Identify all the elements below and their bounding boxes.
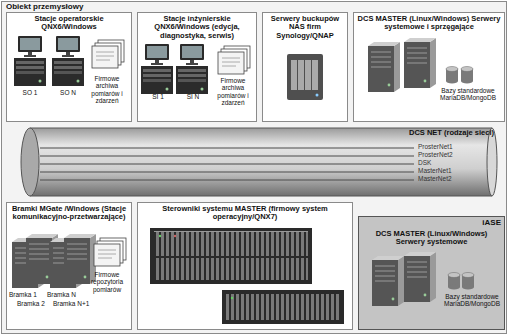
drawing-part [137, 12, 257, 122]
server-group: Serwery buckupów NAS firm Synology/QNAP [262, 12, 348, 122]
box-label: Firmowe archiwa pomiarów i zdarzeń [85, 75, 129, 104]
drawing-part [176, 66, 208, 94]
drawing-part [94, 238, 126, 266]
drawing-part [222, 290, 344, 324]
drawing-part [461, 67, 473, 84]
drawing-part [150, 228, 312, 284]
drawing-part [21, 128, 39, 196]
box-label: SO N [51, 89, 85, 96]
box-label: ProsterNet1 [418, 143, 490, 150]
box-label: Bramka 1 [9, 291, 49, 298]
nas-server [287, 54, 323, 100]
drawing-part [52, 58, 84, 86]
drawing-part [6, 202, 132, 330]
box-label: DSK [418, 159, 490, 166]
drawing-part [154, 231, 308, 232]
drawing-part [154, 258, 308, 280]
drawing-part [40, 172, 414, 173]
drawing-part [353, 12, 505, 122]
drawing-part [462, 273, 474, 290]
network-pipe [21, 128, 497, 196]
drawing-part [446, 67, 458, 84]
box-heading: Serwery buckupów NAS firm Synology/QNAP [265, 15, 345, 40]
box-label: MasterNet2 [418, 175, 490, 182]
drawing-part [404, 38, 436, 88]
drawing-part [174, 235, 176, 237]
station-group: Stacje inżynierskie QNX6/Windows (edycja… [137, 12, 257, 122]
drawing-part [231, 297, 233, 299]
network-band: DCS NET (rodzaje sieci) ProsterNet1Proste… [20, 126, 498, 198]
drawing-part [56, 36, 80, 57]
drawing-part [180, 44, 204, 65]
box-heading: Stacje operatorskie QNX6/Windows [9, 15, 129, 32]
drawing-part [368, 42, 400, 92]
drawing-part [40, 148, 414, 149]
box-label: Bramka N+1 [53, 300, 93, 307]
drawing-part [6, 12, 132, 122]
drawing-part [404, 252, 436, 302]
box-heading: iASE [459, 219, 501, 228]
box-label: Bazy standardowe MariaDB/MongoDB [443, 293, 501, 308]
box-heading: Sterowniki systemu MASTER (firmowy syste… [140, 205, 350, 222]
box-heading: Bramki MGate /Windows (Stacje komunikacy… [9, 205, 129, 222]
cloud-group: iASE DCS MASTER (Linux/Windows) Serwery s… [358, 216, 505, 330]
drawing-part [145, 44, 169, 65]
server-group: DCS MASTER (Linux/Windows) Serwery syste… [353, 12, 505, 122]
drawing-part [137, 202, 353, 330]
drawing-part [92, 40, 124, 68]
drawing-part [14, 58, 46, 86]
drawing-part [358, 216, 505, 330]
drawing-part [154, 232, 308, 256]
drawing-part [448, 273, 460, 290]
drawing-part [40, 156, 414, 157]
drawing-part [40, 148, 414, 180]
drawing-part [141, 66, 173, 94]
controller-racks [150, 228, 344, 324]
box-label: ProsterNet2 [418, 151, 490, 158]
drawing-part [30, 128, 492, 196]
box-label: Firmowe repozytoria pomiarów [85, 271, 129, 293]
drawing-part [18, 36, 42, 57]
drawing-part [262, 12, 348, 122]
box-label: SO 1 [13, 89, 47, 96]
drawing-part [287, 54, 323, 100]
system-servers [368, 38, 473, 92]
box-heading: DCS MASTER (Linux/Windows) Serwery syste… [361, 230, 502, 247]
box-heading: DCS NET (rodzaje sieci) [384, 129, 494, 137]
box-heading: Obiekt przemysłowy [6, 3, 206, 12]
box-heading: DCS MASTER (Linux/Windows) Serwery syste… [356, 15, 502, 32]
station-group: Stacje operatorskie QNX6/Windows SO 1 SO N… [6, 12, 132, 122]
drawing-part [218, 46, 250, 74]
drawing-part [64, 234, 96, 284]
box-label: MasterNet1 [418, 167, 490, 174]
box-label: Firmowe archiwa pomiarów i zdarzeń [212, 77, 254, 106]
drawing-part [30, 128, 492, 196]
box-label: Bramka 2 [17, 300, 57, 307]
box-label: SI N [176, 93, 210, 100]
box-heading: Stacje inżynierskie QNX6/Windows (edycja… [140, 15, 254, 40]
drawing-part [159, 235, 161, 237]
box-label: Bramka N [47, 291, 87, 298]
gateway-group: Bramki MGate /Windows (Stacje komunikacy… [6, 202, 132, 330]
drawing-part [40, 180, 414, 181]
drawing-part [40, 164, 414, 165]
controller-group: Sterowniki systemu MASTER (firmowy syste… [137, 202, 353, 330]
drawing-part [226, 294, 340, 320]
drawing-part [372, 256, 404, 306]
drawing-part [487, 128, 497, 196]
box-label: Bazy standardowe MariaDB/MongoDB [436, 87, 500, 102]
box-label: SI 1 [141, 93, 175, 100]
